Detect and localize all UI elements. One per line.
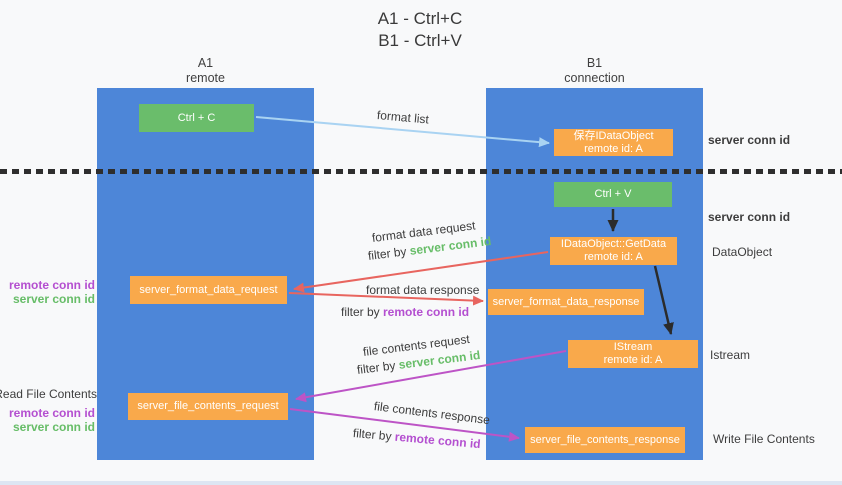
edge-label-file-contents-response: file contents response <box>373 399 491 428</box>
edge-label-format-list: format list <box>376 108 430 127</box>
dashed-divider <box>0 169 842 174</box>
node-istream-line2: remote id: A <box>603 354 663 366</box>
node-ctrl-c: Ctrl + C <box>139 104 254 132</box>
node-ctrl-v: Ctrl + V <box>554 182 672 207</box>
annotation-write-file-contents: Write File Contents <box>713 432 815 446</box>
filter-by-text: filter by <box>367 243 411 263</box>
node-server-format-data-response: server_format_data_response <box>488 289 644 315</box>
column-a-header: A1 remote <box>97 56 314 86</box>
node-idataobject-getdata: IDataObject::GetData remote id: A <box>550 237 677 265</box>
node-istream-line1: IStream <box>613 341 653 353</box>
node-istream: IStream remote id: A <box>568 340 698 368</box>
annotation-remote-conn-id-2: remote conn id <box>8 406 95 420</box>
filter-by-text: filter by <box>341 305 384 319</box>
column-a-role: remote <box>186 71 225 85</box>
filter-by-text: filter by <box>356 357 400 377</box>
node-server-format-data-request: server_format_data_request <box>130 276 287 304</box>
annotation-remote-conn-id-1: remote conn id <box>8 278 95 292</box>
column-b-name: B1 <box>586 56 603 70</box>
annotation-dataobject: DataObject <box>712 245 773 259</box>
edge-label-filter-file-response: filter by remote conn id <box>352 426 481 451</box>
edge-label-filter-format-response: filter by remote conn id <box>341 305 469 319</box>
column-b-role: connection <box>564 71 625 85</box>
column-a-name: A1 <box>197 56 214 70</box>
node-save-idataobject-line1: 保存IDataObject <box>573 130 654 142</box>
node-server-file-contents-response: server_file_contents_response <box>525 427 685 453</box>
title-line-2: B1 - Ctrl+V <box>378 31 462 50</box>
node-save-idataobject: 保存IDataObject remote id: A <box>554 129 673 156</box>
remote-conn-id-text: remote conn id <box>394 429 482 452</box>
annotation-server-conn-id-1: server conn id <box>12 292 95 306</box>
node-idataobject-getdata-line2: remote id: A <box>584 251 643 263</box>
bottom-strip <box>0 481 842 485</box>
node-save-idataobject-line2: remote id: A <box>584 143 643 155</box>
column-b-header: B1 connection <box>486 56 703 86</box>
annotation-read-file-contents: Read File Contents <box>0 387 97 401</box>
node-idataobject-getdata-line1: IDataObject::GetData <box>560 238 667 250</box>
annotation-server-conn-id-top: server conn id <box>708 133 791 147</box>
remote-conn-id-text: remote conn id <box>383 305 470 319</box>
annotation-server-conn-id-2: server conn id <box>12 420 95 434</box>
diagram-title: A1 - Ctrl+C B1 - Ctrl+V <box>320 8 520 52</box>
node-server-file-contents-request: server_file_contents_request <box>128 393 288 420</box>
filter-by-text: filter by <box>352 426 396 444</box>
title-line-1: A1 - Ctrl+C <box>377 9 463 28</box>
annotation-istream: Istream <box>710 348 751 362</box>
annotation-server-conn-id-mid: server conn id <box>708 210 791 224</box>
edge-label-format-data-response: format data response <box>366 283 480 297</box>
annotation-conn-ids-file: remote conn id server conn id <box>9 406 95 434</box>
annotation-conn-ids-format: remote conn id server conn id <box>9 278 95 306</box>
